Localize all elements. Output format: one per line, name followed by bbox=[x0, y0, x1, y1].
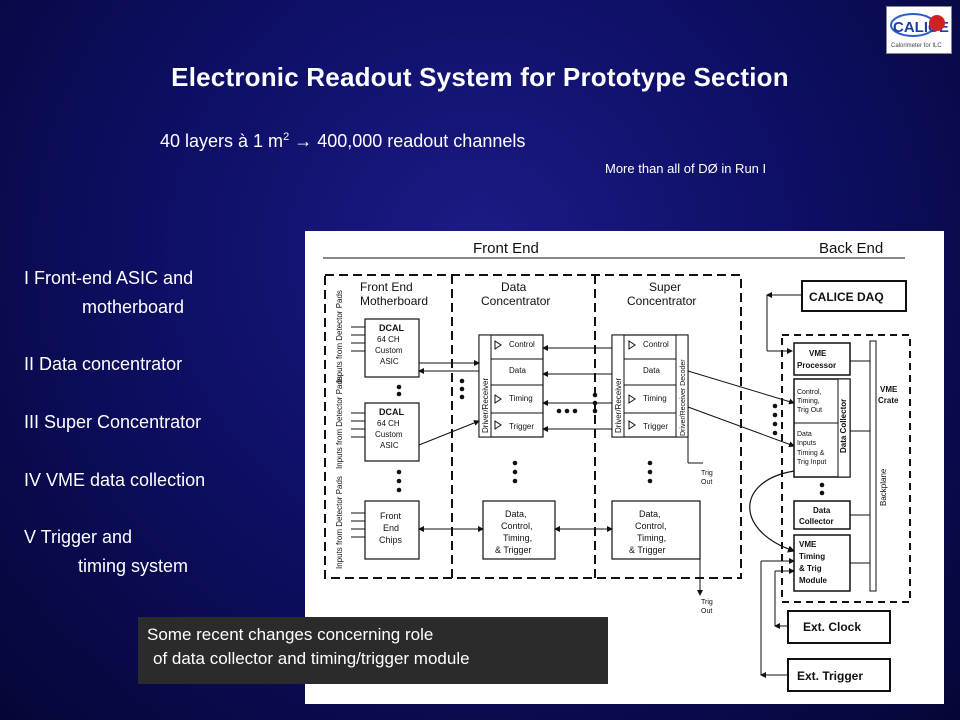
svg-text:DCAL: DCAL bbox=[379, 407, 404, 417]
svg-text:Control,: Control, bbox=[501, 521, 533, 531]
callout-line1: Some recent changes concerning role bbox=[147, 625, 434, 644]
list-item: IV VME data collection bbox=[24, 470, 206, 490]
svg-text:Data,: Data, bbox=[505, 509, 527, 519]
svg-text:Timing,: Timing, bbox=[503, 533, 532, 543]
svg-text:Inputs: Inputs bbox=[797, 440, 817, 447]
svg-text:Control: Control bbox=[643, 340, 669, 349]
svg-text:64 CH: 64 CH bbox=[377, 419, 400, 428]
inputs-label-1: Inputs from Detector Pads bbox=[335, 290, 344, 383]
svg-text:Collector: Collector bbox=[799, 517, 834, 526]
svg-text:Control,: Control, bbox=[635, 521, 667, 531]
svg-text:Timing: Timing bbox=[643, 394, 667, 403]
slide-title: Electronic Readout System for Prototype … bbox=[171, 62, 789, 92]
svg-text:VME: VME bbox=[799, 540, 817, 549]
svg-text:Out: Out bbox=[701, 608, 712, 615]
vme-processor-box bbox=[793, 342, 851, 376]
svg-text:Timing &: Timing & bbox=[797, 450, 825, 457]
svg-text:ASIC: ASIC bbox=[380, 441, 399, 450]
svg-text:Chips: Chips bbox=[379, 535, 403, 545]
sc-bottom-box bbox=[611, 500, 701, 560]
svg-text:Data: Data bbox=[813, 506, 831, 515]
svg-text:Out: Out bbox=[701, 479, 712, 486]
changes-callout: Some recent changes concerning role of d… bbox=[138, 617, 608, 684]
svg-text:Processor: Processor bbox=[797, 361, 836, 370]
header-front-end: Front End bbox=[473, 240, 539, 257]
col-motherboard-line1: Front End bbox=[360, 280, 413, 294]
list-item: timing system bbox=[78, 556, 189, 576]
col-data-line1: Data bbox=[501, 280, 527, 294]
data-collector-box bbox=[793, 500, 851, 530]
svg-text:Timing: Timing bbox=[799, 552, 825, 561]
svg-text:Custom: Custom bbox=[375, 430, 403, 439]
svg-text:Driver/Receiver: Driver/Receiver bbox=[614, 378, 623, 433]
col-super-line2: Concentrator bbox=[627, 294, 696, 308]
svg-text:Custom: Custom bbox=[375, 346, 403, 355]
svg-text:64 CH: 64 CH bbox=[377, 335, 400, 344]
svg-text:Ext. Clock: Ext. Clock bbox=[803, 620, 861, 634]
vme-timing-trig-module bbox=[793, 534, 851, 592]
col-super-line1: Super bbox=[649, 280, 681, 294]
svg-text:Timing,: Timing, bbox=[797, 398, 820, 405]
svg-text:Control: Control bbox=[509, 340, 535, 349]
svg-text:Module: Module bbox=[799, 576, 828, 585]
col-motherboard-line2: Motherboard bbox=[360, 294, 428, 308]
svg-text:Trigger: Trigger bbox=[643, 422, 668, 431]
calice-logo: CALICE Calorimeter for ILC bbox=[886, 6, 952, 54]
svg-text:& Trigger: & Trigger bbox=[629, 545, 666, 555]
vme-crate-outline bbox=[781, 334, 911, 603]
svg-text:Trig: Trig bbox=[701, 599, 713, 606]
svg-text:ASIC: ASIC bbox=[380, 357, 399, 366]
list-item: V Trigger and bbox=[24, 527, 133, 547]
col-data-line2: Concentrator bbox=[481, 294, 550, 308]
svg-text:& Trig: & Trig bbox=[799, 564, 822, 573]
svg-text:Driver/Receiver: Driver/Receiver bbox=[481, 378, 490, 433]
svg-text:Driver/Receiver Decoder: Driver/Receiver Decoder bbox=[680, 359, 687, 436]
svg-text:Control,: Control, bbox=[797, 389, 822, 396]
svg-text:Crate: Crate bbox=[878, 396, 899, 405]
svg-text:Backplane: Backplane bbox=[879, 468, 888, 506]
svg-text:Trig: Trig bbox=[701, 470, 713, 477]
svg-text:Trig Out: Trig Out bbox=[797, 407, 822, 414]
svg-text:Ext. Trigger: Ext. Trigger bbox=[797, 669, 863, 683]
slide-note: More than all of DØ in Run I bbox=[605, 161, 767, 176]
ext-clock-box bbox=[787, 610, 891, 644]
subtitle-superscript: 2 bbox=[283, 131, 290, 143]
svg-text:DCAL: DCAL bbox=[379, 323, 404, 333]
calice-daq-box bbox=[801, 280, 907, 312]
svg-text:End: End bbox=[383, 523, 399, 533]
svg-text:Data: Data bbox=[643, 366, 660, 375]
list-item: III Super Concentrator bbox=[24, 412, 202, 432]
svg-text:Trigger: Trigger bbox=[509, 422, 534, 431]
svg-text:CALICE DAQ: CALICE DAQ bbox=[809, 290, 884, 304]
list-item: I Front-end ASIC and bbox=[24, 268, 194, 288]
svg-text:VME: VME bbox=[809, 349, 827, 358]
list-item: motherboard bbox=[82, 297, 185, 317]
slide-subtitle: 40 layers à 1 m2 → 400,000 readout chann… bbox=[160, 131, 525, 152]
inputs-label-2: Inputs from Detector Pads bbox=[335, 376, 344, 469]
inputs-label-3: Inputs from Detector Pads bbox=[335, 476, 344, 569]
list-item: II Data concentrator bbox=[24, 354, 183, 374]
readout-diagram: Front End Back End Front End Motherboard… bbox=[305, 231, 944, 704]
svg-text:Timing,: Timing, bbox=[637, 533, 666, 543]
svg-text:Timing: Timing bbox=[509, 394, 533, 403]
callout-line2: of data collector and timing/trigger mod… bbox=[153, 649, 470, 668]
svg-text:VME: VME bbox=[880, 385, 898, 394]
subtitle-part-b: → 400,000 readout channels bbox=[289, 131, 526, 151]
dcal-asic-2 bbox=[364, 402, 420, 462]
super-concentrator-block bbox=[611, 334, 689, 438]
svg-text:Data Collector: Data Collector bbox=[839, 399, 848, 453]
subtitle-part-a: 40 layers à 1 m bbox=[160, 131, 284, 151]
front-end-chips bbox=[364, 500, 420, 560]
logo-tagline: Calorimeter for ILC bbox=[891, 43, 942, 49]
svg-text:Data: Data bbox=[509, 366, 526, 375]
svg-text:Data: Data bbox=[797, 431, 812, 438]
header-back-end: Back End bbox=[819, 240, 883, 257]
svg-text:Trig Input: Trig Input bbox=[797, 459, 826, 466]
svg-text:Front: Front bbox=[380, 511, 402, 521]
svg-text:Data,: Data, bbox=[639, 509, 661, 519]
dcal-asic-1 bbox=[364, 318, 420, 378]
svg-text:& Trigger: & Trigger bbox=[495, 545, 532, 555]
